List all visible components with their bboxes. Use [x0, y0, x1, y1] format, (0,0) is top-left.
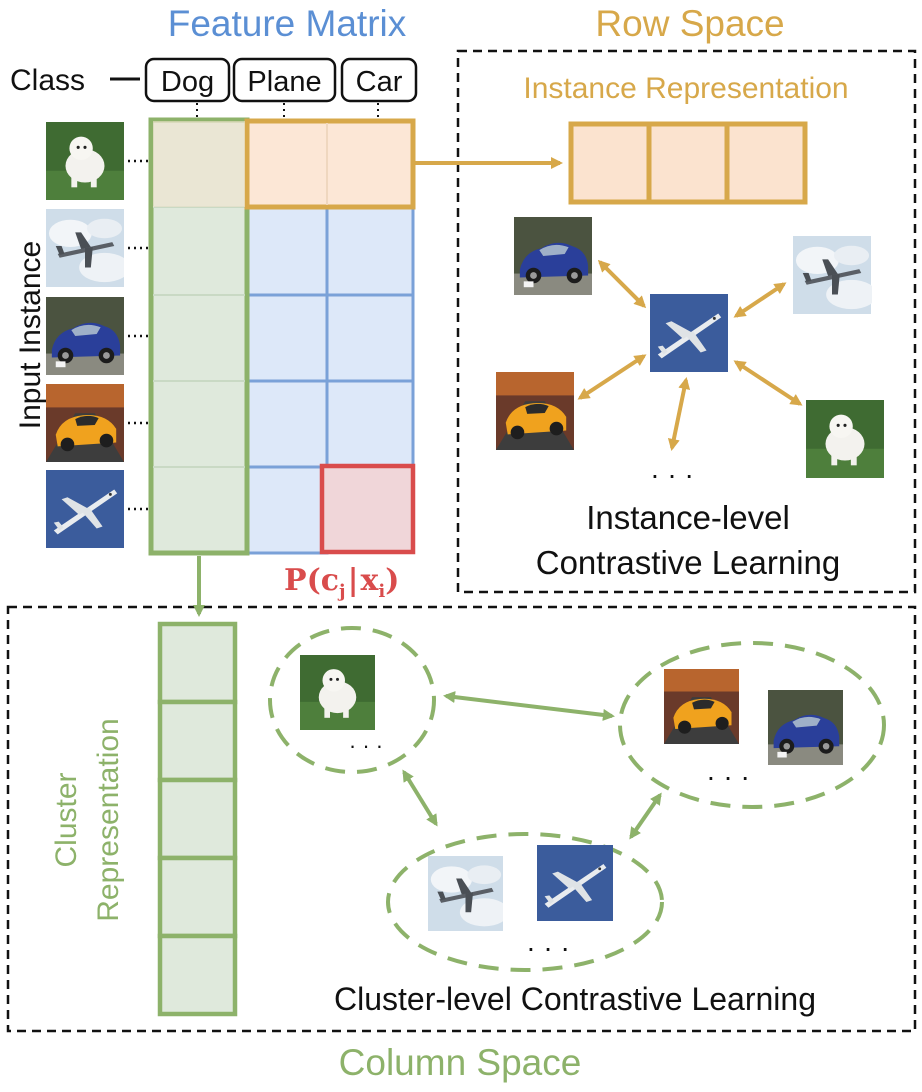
instance-car-yellow-image: [496, 372, 574, 450]
feature-matrix: [148, 117, 416, 556]
cluster-car-yellow-image: [664, 669, 739, 744]
cluster-car-ellipsis: · · ·: [706, 761, 750, 792]
input-plane-dark-image: [46, 470, 124, 548]
input-plane-image: [46, 209, 124, 287]
instance-car-blue-image: [514, 217, 592, 295]
column-space-panel: [6, 605, 917, 1033]
cluster-ellipses: [268, 626, 886, 972]
input-car-yellow-image: [46, 384, 124, 462]
class-label-plane: Plane: [247, 66, 321, 98]
instance-representation-label: Instance Representation: [523, 72, 848, 105]
instance-plane-image: [793, 236, 872, 314]
row-space-title: Row Space: [595, 3, 784, 44]
input-car-blue-image: [46, 297, 124, 375]
input-dog-image: [46, 122, 124, 200]
input-connectors: [128, 159, 150, 511]
cluster-plane-ellipsis: · · ·: [526, 932, 570, 963]
cluster-caption: Cluster-level Contrastive Learning: [334, 981, 816, 1017]
cluster-plane-image: [428, 856, 503, 931]
feature-matrix-title: Feature Matrix: [168, 3, 407, 44]
instance-representation-vector: [568, 121, 808, 205]
cluster-dog-image: [300, 655, 375, 730]
instance-caption-line1: Instance-level: [586, 499, 790, 536]
matrix-cells: [245, 205, 415, 555]
class-box-car: Car: [340, 57, 418, 103]
instance-dog-image: [806, 400, 884, 478]
cluster-plane-dark-image: [537, 845, 613, 921]
class-label-dog: Dog: [161, 66, 214, 98]
class-label: Class: [10, 64, 85, 97]
cluster-dog-ellipsis: · · ·: [349, 733, 383, 758]
cluster-representation-vector: [157, 621, 238, 1017]
input-instance-label: Input Instance: [14, 241, 47, 429]
column-space-title: Column Space: [339, 1042, 582, 1083]
cluster-label-line2: Representation: [92, 718, 125, 921]
class-label-car: Car: [356, 66, 403, 98]
instance-ellipsis: · · ·: [650, 459, 694, 490]
class-box-plane: Plane: [232, 57, 337, 103]
probability-label: P(cj|xi): [284, 563, 399, 602]
row-space-panel: [456, 49, 917, 594]
class-connectors: [196, 103, 379, 118]
instance-arrows: [577, 259, 803, 451]
instance-anchor-plane-image: [650, 294, 728, 372]
cluster-arrows: [402, 691, 662, 840]
cluster-label-line1: Cluster: [50, 772, 83, 867]
probability-cell: [319, 463, 416, 555]
class-box-dog: Dog: [144, 57, 231, 103]
instance-caption-line2: Contrastive Learning: [536, 544, 841, 581]
cluster-car-blue-image: [768, 690, 843, 765]
dog-row: [153, 118, 416, 210]
